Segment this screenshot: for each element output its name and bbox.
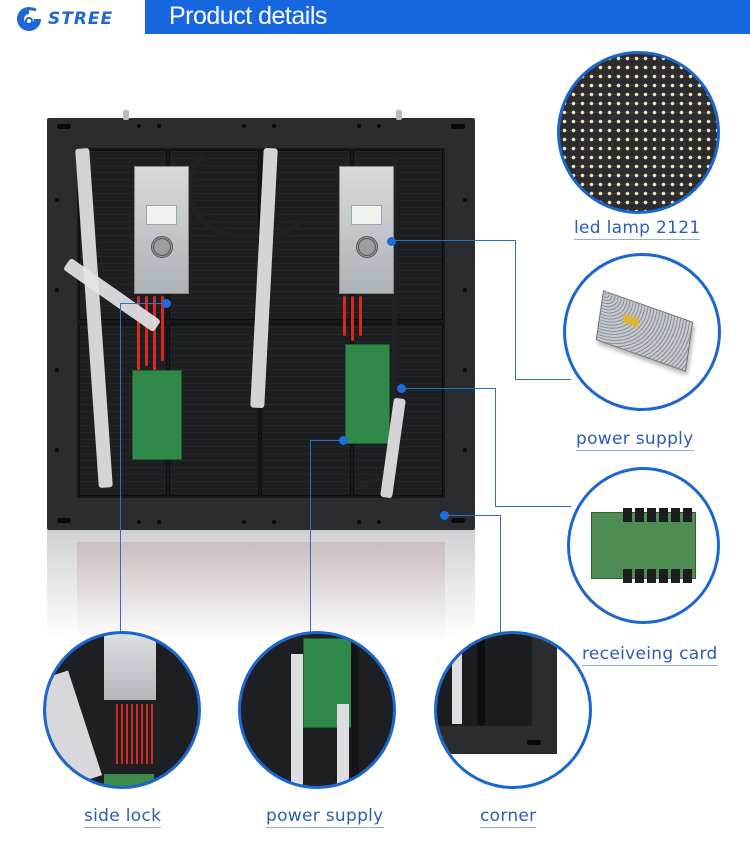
title-banner: Product details xyxy=(145,0,750,34)
corner-label: corner xyxy=(480,806,537,828)
callout-dot-led-lamp xyxy=(386,236,396,246)
callout-dot-power-supply-bottom xyxy=(338,435,348,445)
wires-icon xyxy=(116,704,156,764)
led-lamp-label: led lamp 2121 xyxy=(574,218,701,240)
cabinet-interior xyxy=(62,138,445,499)
power-supply-unit-right xyxy=(339,166,394,294)
power-supply-unit-left xyxy=(134,166,189,294)
power-supply-label-right: power supply xyxy=(576,429,694,451)
cabinet-reflection xyxy=(47,530,475,650)
ribbon-cable-icon xyxy=(452,654,462,724)
power-supply-unit-icon xyxy=(596,289,694,372)
receiving-card-left xyxy=(132,370,182,460)
brand-logo[interactable]: STREE xyxy=(14,4,142,34)
logo-swirl-icon xyxy=(14,4,44,34)
cabinet-slot xyxy=(57,124,71,129)
cabinet-slot xyxy=(57,518,71,523)
brand-name: STREE xyxy=(48,9,114,29)
power-supply-label-bottom: power supply xyxy=(266,806,384,828)
corner-closeup-image xyxy=(434,631,592,789)
page-title: Product details xyxy=(169,2,327,30)
callout-dot-side-lock xyxy=(161,298,171,308)
receiving-card-icon xyxy=(590,508,697,584)
power-cable-icon xyxy=(477,634,485,726)
cabinet-ear xyxy=(123,110,129,120)
power-cable-icon xyxy=(351,634,359,786)
cabinet-slot xyxy=(451,518,465,523)
power-supply-unit-icon xyxy=(104,634,156,700)
ribbon-cable-icon xyxy=(337,704,349,786)
side-lock-label: side lock xyxy=(84,806,162,828)
cabinet-ear xyxy=(396,110,402,120)
cabinet-slot xyxy=(451,124,465,129)
led-cabinet-rear-image xyxy=(47,110,475,530)
led-lamp-closeup-image xyxy=(557,51,720,214)
side-lock-closeup-image xyxy=(43,631,201,789)
receiving-card-label: receiveing card xyxy=(582,644,718,666)
cabinet-slot xyxy=(527,740,541,745)
ribbon-cable-icon xyxy=(46,670,103,786)
card-edge-icon xyxy=(104,774,154,786)
ribbon-cable-icon xyxy=(291,654,303,786)
receiving-card-closeup-image xyxy=(567,467,720,624)
control-board-closeup-image xyxy=(238,631,396,789)
power-supply-closeup-image xyxy=(563,253,721,411)
receiving-card-right xyxy=(345,344,390,444)
